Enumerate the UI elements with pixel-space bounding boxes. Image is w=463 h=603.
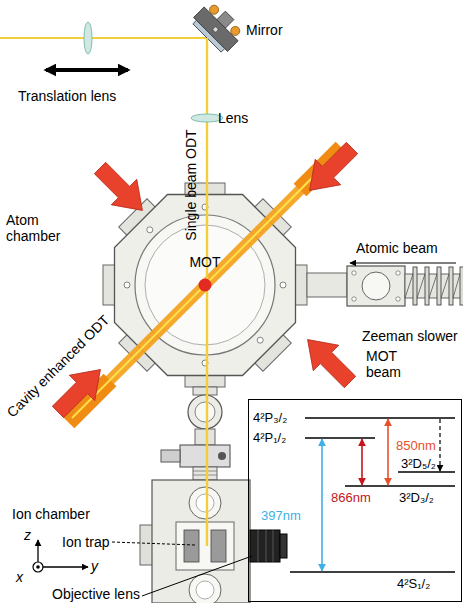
part-label: x (16, 569, 23, 585)
decay-arrow (439, 419, 440, 471)
cross-flange (362, 272, 390, 300)
ion-chamber (152, 480, 250, 603)
part-label: Mirror (246, 22, 283, 38)
viewport (196, 494, 214, 512)
viewport (196, 581, 214, 599)
part-label: MOT beam (366, 348, 406, 380)
trap-electrode (184, 530, 199, 562)
atomic-beam-arrow (350, 262, 456, 263)
coil-winding (405, 274, 460, 298)
level-label: 4²P₁/₂ (253, 430, 286, 445)
axis-arrow (38, 566, 88, 567)
gate-valve (180, 445, 230, 467)
bolt-holes (352, 271, 400, 301)
level-label: 3²D₅/₂ (401, 456, 436, 471)
part-label: Translation lens (18, 88, 116, 104)
vacuum-nipple (193, 387, 217, 395)
part-label: z (24, 527, 31, 543)
mot-cloud (199, 279, 212, 292)
part-label: Single beam ODT (183, 129, 199, 240)
transition-arrow (361, 439, 363, 485)
vacuum-nipple (307, 273, 347, 297)
part-label: y (91, 558, 98, 574)
viewport (189, 487, 221, 519)
bellows (193, 467, 217, 480)
lens-symbol (84, 22, 92, 54)
part-label: Lens (218, 110, 248, 126)
translation-arrow (46, 68, 128, 72)
part-label: Atom chamber (6, 212, 68, 244)
viewport (189, 574, 221, 603)
part-label: Ion chamber (12, 506, 90, 522)
objective-lens (250, 530, 287, 562)
transition-arrow (321, 439, 323, 571)
laser-beam (0, 37, 207, 39)
bellows-ridges (193, 471, 217, 475)
valve-knob (218, 452, 226, 460)
energy-level-inset: 4²P₃/₂ 4²P₁/₂ 3²D₅/₂ 3²D₃/₂ 4²S₁/₂ 850nm 866nm… (248, 399, 462, 602)
level-label: 397nm (261, 508, 301, 523)
mot-beam-arrow (45, 135, 364, 424)
transition-arrow (387, 419, 389, 485)
level-label: 4²S₁/₂ (397, 576, 430, 591)
laser-beam (72, 152, 338, 418)
level-label: 866nm (331, 490, 371, 505)
cross-flange (195, 402, 215, 422)
vacuum-cross (188, 395, 222, 429)
vacuum-cross (347, 266, 405, 306)
leader-line (112, 542, 195, 545)
energy-level (290, 418, 455, 572)
part-label: Objective lens (52, 586, 140, 602)
vacuum-nipple (195, 429, 215, 445)
part-label: MOT (189, 254, 220, 270)
level-label: 850nm (396, 438, 436, 453)
valve-handle (161, 450, 180, 462)
trap-window (176, 522, 234, 570)
axis-out-of-page (33, 562, 43, 572)
part-label: Atomic beam (356, 240, 438, 256)
part-label: Zeeman slower (362, 328, 458, 344)
axis-out-of-page (36, 565, 40, 569)
slower-coils (413, 267, 463, 305)
level-label: 3²D₃/₂ (399, 490, 434, 505)
part-label: Ion trap (62, 534, 109, 550)
level-label: 4²P₃/₂ (253, 410, 287, 425)
cavity-tube (72, 152, 338, 418)
side-flange (140, 525, 153, 565)
trap-electrode (211, 530, 226, 562)
leader-line (142, 556, 252, 596)
mirror-mount (190, 0, 247, 55)
